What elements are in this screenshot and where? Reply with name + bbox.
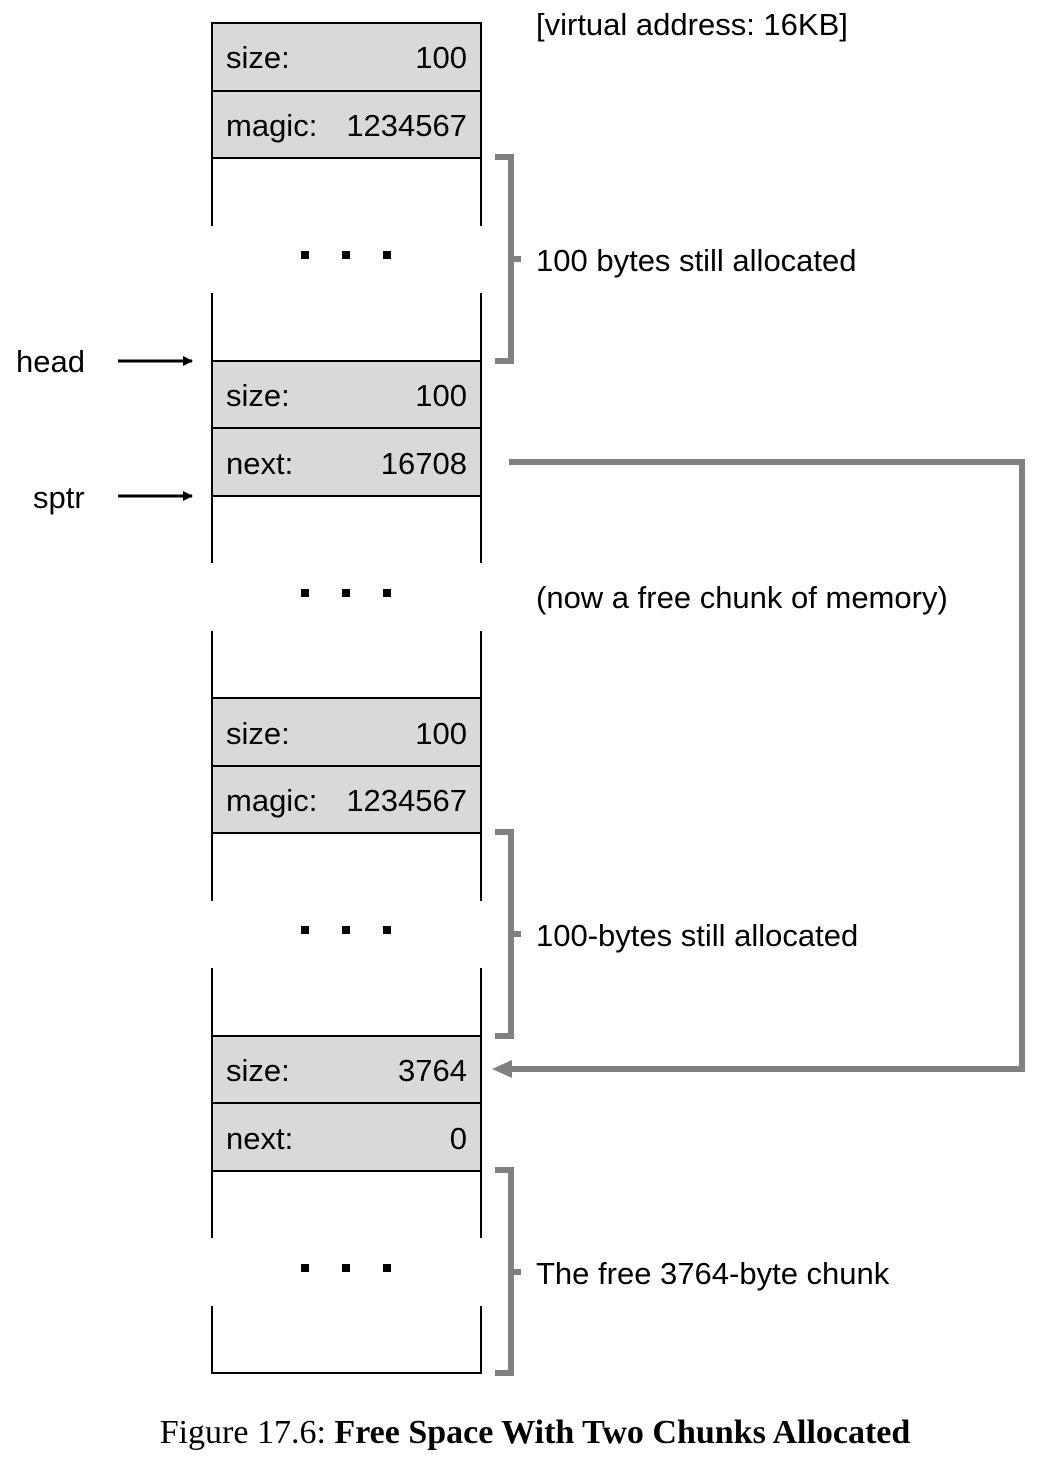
memory-region-2 (211, 496, 482, 698)
cell-value: 0 (450, 1121, 467, 1156)
free-3764-label: The free 3764-byte chunk (536, 1256, 890, 1291)
cell-value: 100 (415, 378, 467, 413)
cell-value: 100 (415, 40, 467, 75)
ellipsis-dots (301, 926, 391, 934)
sptr-label: sptr (33, 480, 85, 515)
header-cell-8: next: 0 (211, 1102, 482, 1172)
allocated-bracket-2 (495, 829, 521, 1039)
allocated-bracket-1 (495, 154, 521, 364)
next-pointer-line (508, 459, 1025, 1072)
memory-region-1 (211, 158, 482, 361)
cell-value: 3764 (398, 1053, 467, 1088)
header-cell-7: size: 3764 (211, 1035, 482, 1104)
header-cell-1: size: 100 (211, 22, 482, 92)
next-pointer-arrowhead (492, 1060, 512, 1078)
cell-value: 1234567 (346, 108, 467, 143)
caption-prefix: Figure 17.6: (159, 1414, 326, 1451)
cell-key: size: (226, 1053, 290, 1088)
cell-key: magic: (226, 108, 317, 143)
allocated-label-1: 100 bytes still allocated (536, 243, 857, 278)
free-bracket (495, 1167, 521, 1376)
header-cell-6: magic: 1234567 (211, 765, 482, 834)
cell-key: next: (226, 1121, 293, 1156)
cell-value: 100 (415, 716, 467, 751)
virtual-address-label: [virtual address: 16KB] (536, 7, 848, 42)
cell-key: size: (226, 716, 290, 751)
header-cell-3: size: 100 (211, 360, 482, 429)
allocated-label-2: 100-bytes still allocated (536, 918, 858, 953)
header-cell-4: next: 16708 (211, 427, 482, 497)
head-label: head (16, 344, 85, 379)
ellipsis-dots (301, 1264, 391, 1272)
cell-value: 16708 (381, 446, 467, 481)
free-chunk-label: (now a free chunk of memory) (536, 580, 948, 615)
memory-region-4 (211, 1171, 482, 1374)
cell-key: next: (226, 446, 293, 481)
cell-key: size: (226, 40, 290, 75)
ellipsis-dots (301, 589, 391, 597)
figure-caption: Figure 17.6: Free Space With Two Chunks … (0, 1414, 1038, 1452)
cell-key: magic: (226, 783, 317, 818)
cell-value: 1234567 (346, 783, 467, 818)
caption-title: Free Space With Two Chunks Allocated (334, 1414, 911, 1451)
cell-key: size: (226, 378, 290, 413)
memory-region-3 (211, 833, 482, 1036)
ellipsis-dots (301, 251, 391, 259)
header-cell-2: magic: 1234567 (211, 90, 482, 159)
header-cell-5: size: 100 (211, 697, 482, 767)
